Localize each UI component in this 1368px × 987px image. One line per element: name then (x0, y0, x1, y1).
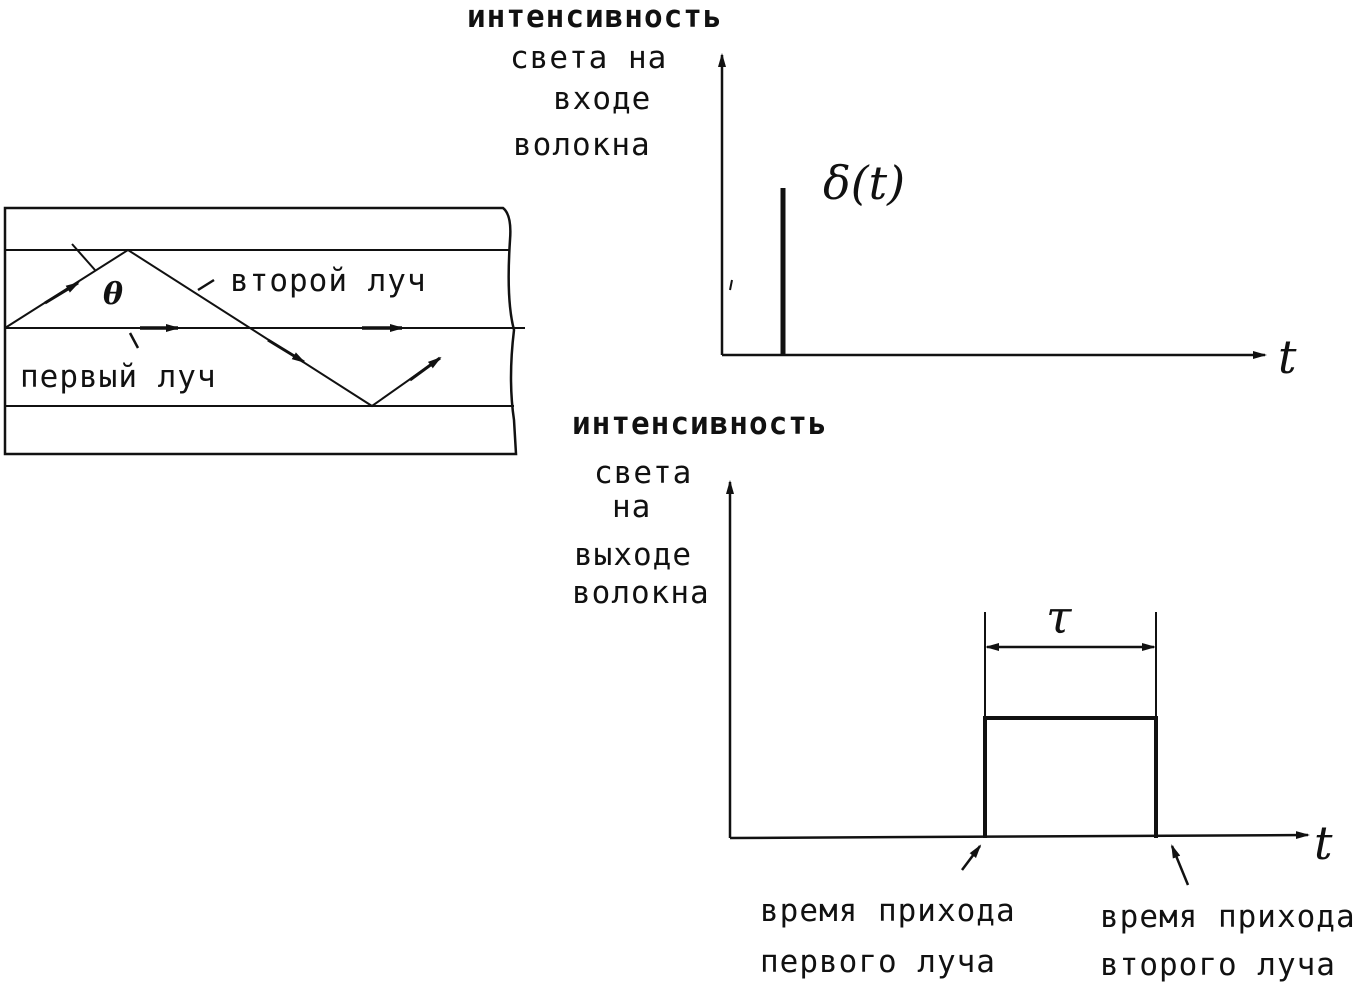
second-arrival-pointer (1170, 844, 1190, 886)
output-rectangular-pulse (983, 716, 1158, 838)
input-ylabel-line-3: входе (553, 81, 652, 117)
angle-pointer (71, 243, 96, 271)
angle-theta-label: θ (103, 277, 124, 312)
fiber-cross-section (3, 206, 525, 456)
second-arrival-label-line-2: второго луча (1100, 947, 1336, 983)
first-arrival-label-line-2: первого луча (760, 944, 996, 980)
input-ylabel-line-2: света на (510, 40, 668, 76)
input-x-axis-label: t (1278, 330, 1297, 384)
input-graph (718, 53, 1267, 359)
fiber-outer-boundary (3, 206, 518, 456)
output-graph (726, 480, 1310, 886)
second-ray-label-pointer (197, 278, 215, 292)
output-ylabel-line-1: интенсивность (572, 406, 828, 442)
second-ray-label: второй луч (230, 263, 427, 299)
second-ray-arrow-3 (409, 356, 442, 382)
first-arrival-pointer (961, 844, 982, 871)
output-ylabel-line-3: на (612, 489, 652, 525)
second-ray-arrow-2 (267, 338, 306, 364)
input-ylabel-line-1: интенсивность (467, 0, 723, 35)
delta-pulse-label: δ(t) (823, 156, 906, 210)
second-ray-arrow-1 (44, 281, 80, 305)
output-x-axis-label: t (1314, 816, 1333, 870)
input-ylabel-line-4: волокна (513, 127, 651, 163)
pulse-width-tau-label: τ (1046, 590, 1072, 644)
first-arrival-label-line-1: время прихода (760, 893, 1016, 929)
second-arrival-label-line-1: время прихода (1100, 899, 1356, 935)
first-ray-label-pointer (128, 332, 140, 349)
output-ylabel-line-5: волокна (572, 575, 710, 611)
output-ylabel-line-4: выходе (574, 537, 692, 573)
first-ray-label: первый луч (20, 359, 217, 395)
output-ylabel-line-2: света (594, 455, 693, 491)
input-axis-tick (729, 279, 733, 291)
output-x-axis (729, 831, 1310, 840)
